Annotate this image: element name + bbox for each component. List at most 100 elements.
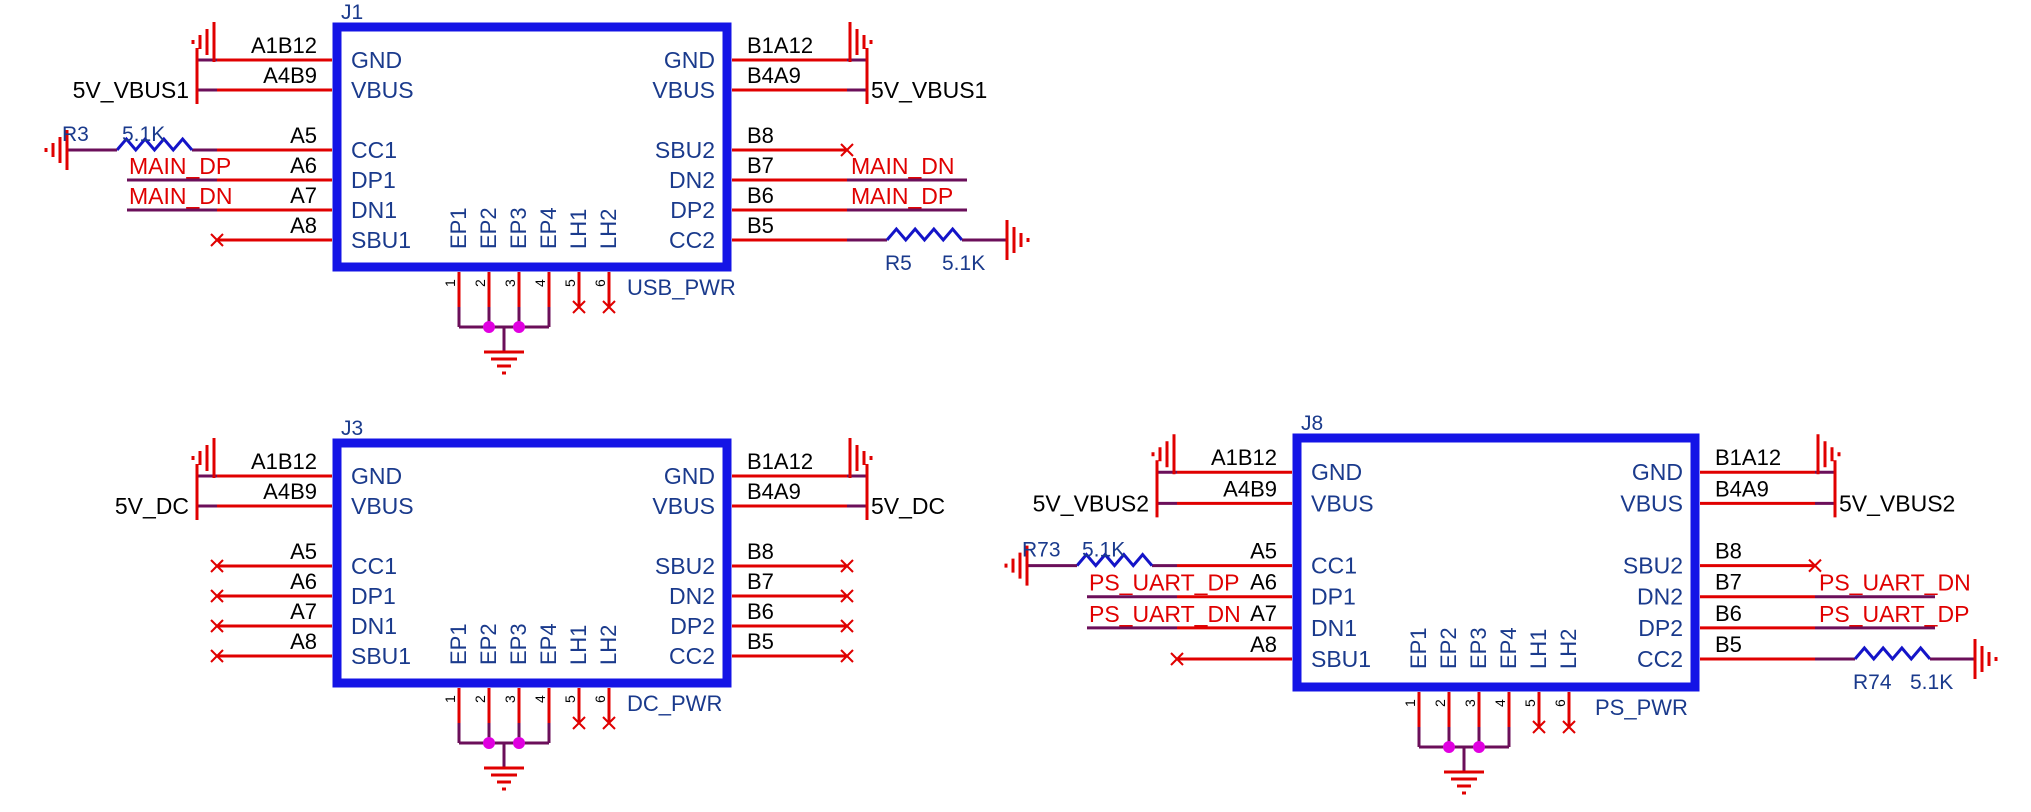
pin-number: B7 <box>1715 570 1742 595</box>
resistor-value: 5.1K <box>1910 671 1953 694</box>
connector-j1[interactable]: J1USB_PWRGNDA1B12VBUSA4B9CC1A5DP1A6DN1A7… <box>44 1 1030 375</box>
connector-body <box>332 22 732 272</box>
pin-name: VBUS <box>351 77 414 103</box>
no-connect-mark <box>210 649 224 663</box>
pin-name-vertical: EP2 <box>476 623 501 665</box>
pin-name: VBUS <box>1620 490 1683 516</box>
pin-name: VBUS <box>1311 490 1374 516</box>
no-connect-mark <box>572 716 586 730</box>
no-connect-mark <box>602 300 616 314</box>
pin-name: DN2 <box>669 583 715 609</box>
reference-designator: J8 <box>1301 412 1323 435</box>
pin-number-small: 2 <box>1432 699 1448 707</box>
pin-name: VBUS <box>652 77 715 103</box>
pin-number: A5 <box>290 123 317 148</box>
no-connect-mark <box>210 233 224 247</box>
pin-number: A5 <box>1250 539 1277 564</box>
net-label: PS_UART_DP <box>1819 601 1969 627</box>
connector-j3[interactable]: J3DC_PWRGNDA1B12VBUSA4B9CC1A5DP1A6DN1A7S… <box>115 417 945 791</box>
no-connect-mark <box>840 589 854 603</box>
net-label: PS_UART_DN <box>1819 570 1971 596</box>
part-name: USB_PWR <box>627 275 736 300</box>
pin-number-small: 5 <box>1522 699 1538 707</box>
pin-name-vertical: EP3 <box>506 623 531 665</box>
pin-name: DP2 <box>670 197 715 223</box>
pin-number: B8 <box>747 123 774 148</box>
pin-name-vertical: EP4 <box>536 207 561 249</box>
pin-number: B1A12 <box>747 449 813 474</box>
pin-number: B5 <box>747 213 774 238</box>
pin-number: A5 <box>290 539 317 564</box>
pin-name-vertical: LH1 <box>566 625 591 665</box>
pin-name-vertical: LH2 <box>596 625 621 665</box>
pin-number: B6 <box>747 599 774 624</box>
pin-number: B4A9 <box>747 63 801 88</box>
pin-name: GND <box>1632 459 1683 485</box>
no-connect-mark <box>840 619 854 633</box>
pin-name-vertical: LH1 <box>566 209 591 249</box>
no-connect-mark <box>1808 558 1822 573</box>
pin-name: GND <box>351 463 402 489</box>
pin-number: A4B9 <box>263 63 317 88</box>
pin-name: CC2 <box>1637 646 1683 672</box>
pin-name: CC1 <box>351 137 397 163</box>
pin-name: SBU2 <box>655 137 715 163</box>
pin-number: B5 <box>1715 632 1742 657</box>
pin-name-vertical: EP1 <box>446 623 471 665</box>
pin-name: SBU2 <box>1623 553 1683 579</box>
no-connect-mark <box>210 619 224 633</box>
pin-name: CC2 <box>669 227 715 253</box>
pin-name: VBUS <box>351 493 414 519</box>
pin-name-vertical: LH1 <box>1526 629 1551 669</box>
pin-number: A4B9 <box>1223 476 1277 501</box>
pin-name-vertical: EP4 <box>536 623 561 665</box>
pin-name-vertical: EP2 <box>1436 627 1461 669</box>
net-label: MAIN_DP <box>129 153 231 179</box>
connector-body <box>1292 433 1700 692</box>
no-connect-mark <box>210 589 224 603</box>
pin-name: DN1 <box>1311 615 1357 641</box>
connector-j8[interactable]: J8PS_PWRGNDA1B12VBUSA4B9CC1A5DP1A6DN1A7S… <box>1004 412 1998 795</box>
pin-number: B8 <box>747 539 774 564</box>
no-connect-mark <box>572 300 586 314</box>
net-label-vbus: 5V_DC <box>871 493 945 519</box>
net-label: PS_UART_DN <box>1089 601 1241 627</box>
pin-name: DP1 <box>351 583 396 609</box>
pin-number-small: 4 <box>532 279 548 287</box>
pin-number-small: 3 <box>502 695 518 703</box>
no-connect-mark <box>1562 720 1576 734</box>
pin-number: B6 <box>1715 601 1742 626</box>
part-name: DC_PWR <box>627 691 722 716</box>
pin-name: DN2 <box>1637 584 1683 610</box>
connector-body <box>332 438 732 688</box>
part-name: PS_PWR <box>1595 695 1688 720</box>
pin-name: CC2 <box>669 643 715 669</box>
pin-number-small: 1 <box>442 695 458 703</box>
no-connect-mark <box>1532 720 1546 734</box>
no-connect-mark <box>1170 652 1184 666</box>
pin-number-small: 2 <box>472 279 488 287</box>
pin-number-small: 3 <box>502 279 518 287</box>
pin-number-small: 1 <box>442 279 458 287</box>
pin-name-vertical: EP3 <box>1466 627 1491 669</box>
pin-name-vertical: EP1 <box>446 207 471 249</box>
pin-number: B7 <box>747 569 774 594</box>
junction-dot <box>513 321 525 333</box>
pin-number: B4A9 <box>1715 476 1769 501</box>
pin-number: A8 <box>1250 632 1277 657</box>
pin-name: SBU2 <box>655 553 715 579</box>
resistor-symbol <box>1075 552 1154 568</box>
resistor-ref: R3 <box>62 123 89 146</box>
pin-name: SBU1 <box>351 227 411 253</box>
pin-name: CC1 <box>351 553 397 579</box>
pin-number: A1B12 <box>251 449 317 474</box>
net-label-vbus: 5V_VBUS2 <box>1033 490 1149 516</box>
pin-name: GND <box>1311 459 1362 485</box>
pin-number-small: 2 <box>472 695 488 703</box>
reference-designator: J1 <box>341 1 363 24</box>
net-label: MAIN_DN <box>129 183 233 209</box>
pin-number: A7 <box>290 183 317 208</box>
resistor-symbol <box>885 226 964 243</box>
pin-number-small: 3 <box>1462 699 1478 707</box>
